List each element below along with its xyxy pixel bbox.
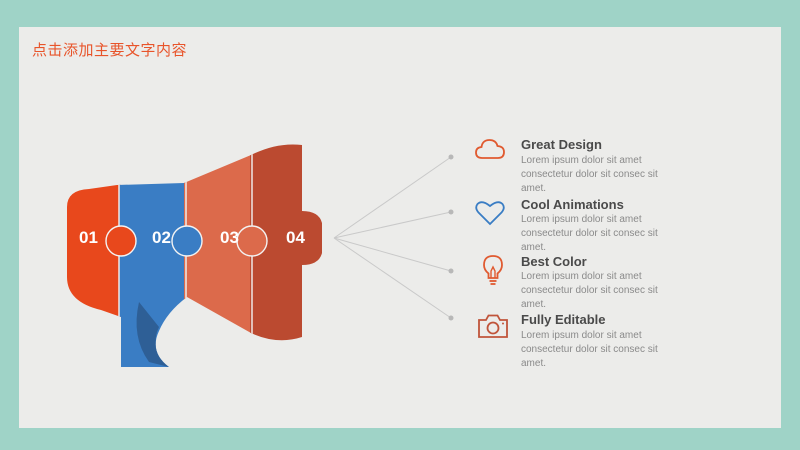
segment-01-shape [67, 144, 121, 367]
knob-03 [236, 225, 268, 257]
connector-dots [448, 154, 454, 321]
item-title-cool-animations[interactable]: Cool Animations [521, 197, 624, 212]
megaphone-graphic: 01 02 03 04 [67, 144, 454, 367]
segment-number-03: 03 [220, 228, 239, 247]
item-desc-best-color[interactable]: Lorem ipsum dolor sit amet consectetur d… [521, 271, 658, 310]
segment-number-01: 01 [79, 228, 98, 247]
lightbulb-icon [483, 255, 503, 285]
item-desc-great-design[interactable]: Lorem ipsum dolor sit amet consectetur d… [521, 155, 658, 194]
megaphone-body [67, 144, 322, 367]
cloud-icon [475, 139, 505, 159]
segment-03-shape [184, 144, 252, 367]
connector-lines [333, 156, 452, 319]
segment-04-shape [250, 144, 322, 367]
item-desc-cool-animations[interactable]: Lorem ipsum dolor sit amet consectetur d… [521, 214, 658, 253]
slide: 点击添加主要文字内容 01 02 03 04 [19, 27, 781, 428]
knob-01 [105, 225, 137, 257]
segment-number-04: 04 [286, 228, 305, 247]
camera-icon [478, 314, 508, 338]
knob-02 [171, 225, 203, 257]
heart-icon [475, 201, 505, 226]
segment-number-02: 02 [152, 228, 171, 247]
item-title-great-design[interactable]: Great Design [521, 137, 602, 152]
handle-shadow [136, 302, 169, 367]
item-title-fully-editable[interactable]: Fully Editable [521, 312, 606, 327]
item-desc-fully-editable[interactable]: Lorem ipsum dolor sit amet consectetur d… [521, 330, 658, 369]
item-title-best-color[interactable]: Best Color [521, 254, 587, 269]
slide-title[interactable]: 点击添加主要文字内容 [32, 41, 188, 59]
